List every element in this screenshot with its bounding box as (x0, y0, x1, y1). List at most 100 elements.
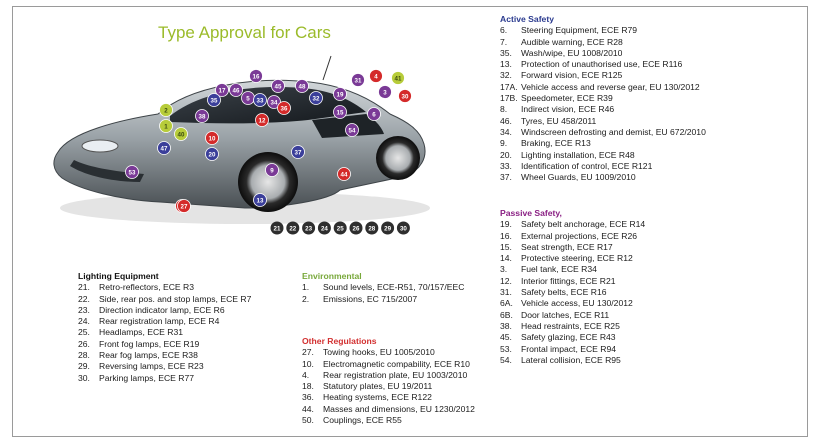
regulation-item: 25.Headlamps, ECE R31 (78, 327, 298, 338)
regulation-number: 20. (500, 149, 512, 160)
car-badge-label: 34 (271, 99, 278, 106)
passive-safety-heading: Passive Safety, (500, 208, 562, 218)
car-badge: 31 (351, 73, 365, 87)
regulation-item: 20.Lighting installation, ECE R48 (500, 150, 800, 161)
regulation-text: Retro-reflectors, ECE R3 (99, 282, 195, 293)
regulation-item: 27.Towing hooks, EU 1005/2010 (302, 347, 502, 358)
regulation-number: 34. (500, 126, 512, 137)
regulation-text: Frontal impact, ECE R94 (521, 343, 617, 354)
car-badge-label: 16 (253, 73, 260, 80)
car-badge: 37 (291, 145, 305, 159)
car-badge-label: 17 (219, 87, 226, 94)
regulation-text: Head restraints, ECE R25 (521, 320, 620, 331)
regulation-number: 44. (302, 403, 314, 414)
regulation-number: 31. (500, 287, 512, 298)
car-badge-label: 15 (337, 109, 344, 116)
regulation-text: Sound levels, ECE-R51, 70/157/EEC (323, 282, 465, 293)
environmental-heading: Environmental (302, 271, 362, 281)
legend-dot-label: 23 (305, 225, 312, 232)
regulation-item: 19.Safety belt anchorage, ECE R14 (500, 219, 800, 230)
car-badge-label: 47 (161, 145, 168, 152)
regulation-item: 54.Lateral collision, ECE R95 (500, 355, 800, 366)
regulation-number: 21. (78, 282, 90, 293)
active-safety-section: Active Safety 6.Steering Equipment, ECE … (500, 14, 800, 183)
regulation-item: 21. Retro-reflectors, ECE R3 (78, 282, 298, 293)
car-badge-label: 20 (209, 151, 216, 158)
legend-dot: 22 (286, 221, 300, 235)
car-front-wheel (238, 152, 298, 212)
regulation-text: Door latches, ECE R11 (521, 309, 610, 320)
car-badge: 53 (125, 165, 139, 179)
legend-dot: 23 (302, 221, 316, 235)
regulation-text: Safety glazing, ECE R43 (521, 332, 616, 343)
car-badge: 15 (333, 105, 347, 119)
regulation-item: 30. Parking lamps, ECE R77 (78, 373, 298, 384)
regulation-text: Emissions, EC 715/2007 (323, 293, 418, 304)
car-badge-label: 35 (211, 97, 218, 104)
car-badge: 9 (265, 163, 279, 177)
regulation-text: Lateral collision, ECE R95 (521, 354, 621, 365)
car-badge: 45 (271, 79, 285, 93)
regulation-number: 23. (78, 304, 90, 315)
regulation-item: 31.Safety belts, ECE R16 (500, 287, 800, 298)
regulation-text: Braking, ECE R13 (521, 138, 591, 149)
regulation-text: Reversing lamps, ECE R23 (99, 361, 204, 372)
legend-dot-label: 22 (289, 225, 296, 232)
car-badge-label: 41 (395, 75, 402, 82)
regulation-number: 3. (500, 264, 508, 275)
regulation-text: Identification of control, ECE R121 (521, 160, 653, 171)
regulation-text: External projections, ECE R26 (521, 230, 638, 241)
page-title: Type Approval for Cars (158, 23, 331, 42)
regulation-number: 8. (500, 104, 508, 115)
car-badge-label: 32 (313, 95, 320, 102)
regulation-item: 17A.Vehicle access and reverse gear, EU … (500, 82, 800, 93)
car-badge-label: 40 (178, 131, 185, 138)
regulation-item: 9.Braking, ECE R13 (500, 138, 800, 149)
regulation-item: 32.Forward vision, ECE R125 (500, 70, 800, 81)
car-badge-label: 36 (281, 105, 288, 112)
regulation-text: Speedometer, ECE R39 (521, 93, 613, 104)
legend-dot-label: 26 (353, 225, 360, 232)
legend-dot: 30 (396, 221, 410, 235)
regulation-text: Seat strength, ECE R17 (521, 241, 613, 252)
regulation-number: 2. (302, 293, 310, 304)
regulation-text: Headlamps, ECE R31 (99, 327, 184, 338)
lighting-equipment-section: Lighting Equipment 21.Retro-reflectors, … (78, 271, 298, 384)
regulation-item: 24.Rear registration lamp, ECE R4 (78, 316, 298, 327)
regulation-number: 30. (78, 372, 90, 383)
other-regulations-section: Other Regulations 27.Towing hooks, EU 10… (302, 336, 502, 426)
legend-dot: 24 (317, 221, 331, 235)
regulation-item: 8.Indirect vision, ECE R46 (500, 104, 800, 115)
regulation-number: 13. (500, 59, 512, 70)
regulation-number: 45. (500, 332, 512, 343)
regulation-item: 6.Steering Equipment, ECE R79 (500, 25, 800, 36)
car-badge-label: 37 (295, 149, 302, 156)
car-badge: 1 (159, 119, 173, 133)
regulation-number: 4. (302, 369, 310, 380)
regulation-item: 1.Sound levels, ECE-R51, 70/157/EEC (302, 282, 502, 293)
car-badge: 32 (309, 91, 323, 105)
car-antenna (322, 55, 332, 81)
regulation-item: 29.Reversing lamps, ECE R23 (78, 361, 298, 372)
regulation-text: Steering Equipment, ECE R79 (521, 25, 638, 36)
regulation-text: Side, rear pos. and stop lamps, ECE R7 (99, 293, 252, 304)
legend-dot-label: 30 (400, 225, 407, 232)
car-badge: 44 (337, 167, 351, 181)
regulation-text: Couplings, ECE R55 (323, 415, 402, 426)
regulation-text: Parking lamps, ECE R77 (99, 372, 195, 383)
car-badge-label: 3 (383, 89, 387, 96)
car-badge: 30 (398, 89, 412, 103)
legend-dot-label: 21 (274, 225, 281, 232)
legend-dot: 29 (381, 221, 395, 235)
regulation-number: 17B. (500, 93, 518, 104)
regulation-item: 2. Emissions, EC 715/2007 (302, 294, 502, 305)
car-badge: 48 (295, 79, 309, 93)
regulation-item: 35.Wash/wipe, EU 1008/2010 (500, 48, 800, 59)
regulation-item: 50.Couplings, ECE R55 (302, 415, 502, 426)
regulation-number: 37. (500, 172, 512, 183)
car-badge: 40 (174, 127, 188, 141)
regulation-number: 12. (500, 275, 512, 286)
other-regulations-heading: Other Regulations (302, 336, 377, 346)
regulation-item: 16.External projections, ECE R26 (500, 231, 800, 242)
